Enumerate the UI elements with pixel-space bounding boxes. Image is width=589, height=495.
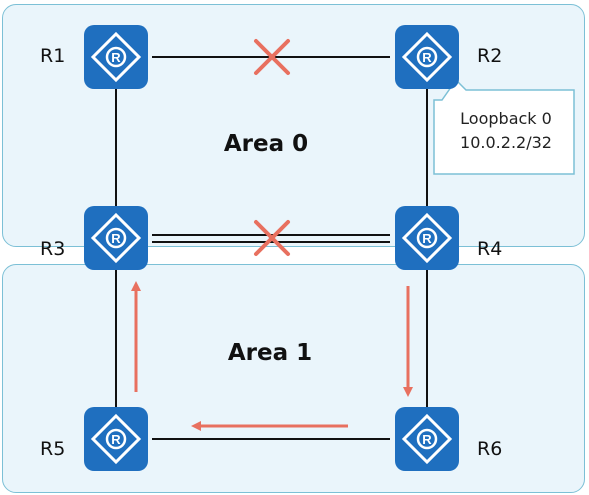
router-r6-icon: R xyxy=(395,407,459,471)
area-0-label: Area 0 xyxy=(223,131,309,157)
failure-mark-r1-r2 xyxy=(254,39,290,75)
router-r5-icon: R xyxy=(84,407,148,471)
svg-text:R: R xyxy=(111,50,121,65)
svg-text:R: R xyxy=(422,50,432,65)
callout-line-1: Loopback 0 xyxy=(460,109,552,128)
router-r1-icon: R xyxy=(84,25,148,89)
svg-text:R: R xyxy=(111,432,121,447)
area-1-label: Area 1 xyxy=(227,340,313,366)
router-label-r5: R5 xyxy=(40,438,66,460)
svg-text:R: R xyxy=(422,231,432,246)
callout-line-2: 10.0.2.2/32 xyxy=(460,133,552,152)
svg-text:R: R xyxy=(111,231,121,246)
router-label-r6: R6 xyxy=(477,438,503,460)
svg-text:R: R xyxy=(422,432,432,447)
router-label-r3: R3 xyxy=(40,238,66,260)
router-label-r1: R1 xyxy=(40,45,66,67)
router-label-r2: R2 xyxy=(477,45,503,67)
router-r3-icon: R xyxy=(84,206,148,270)
router-label-r4: R4 xyxy=(477,238,503,260)
failure-mark-r3-r4 xyxy=(254,220,290,256)
router-r2-icon: R xyxy=(395,25,459,89)
router-r4-icon: R xyxy=(395,206,459,270)
